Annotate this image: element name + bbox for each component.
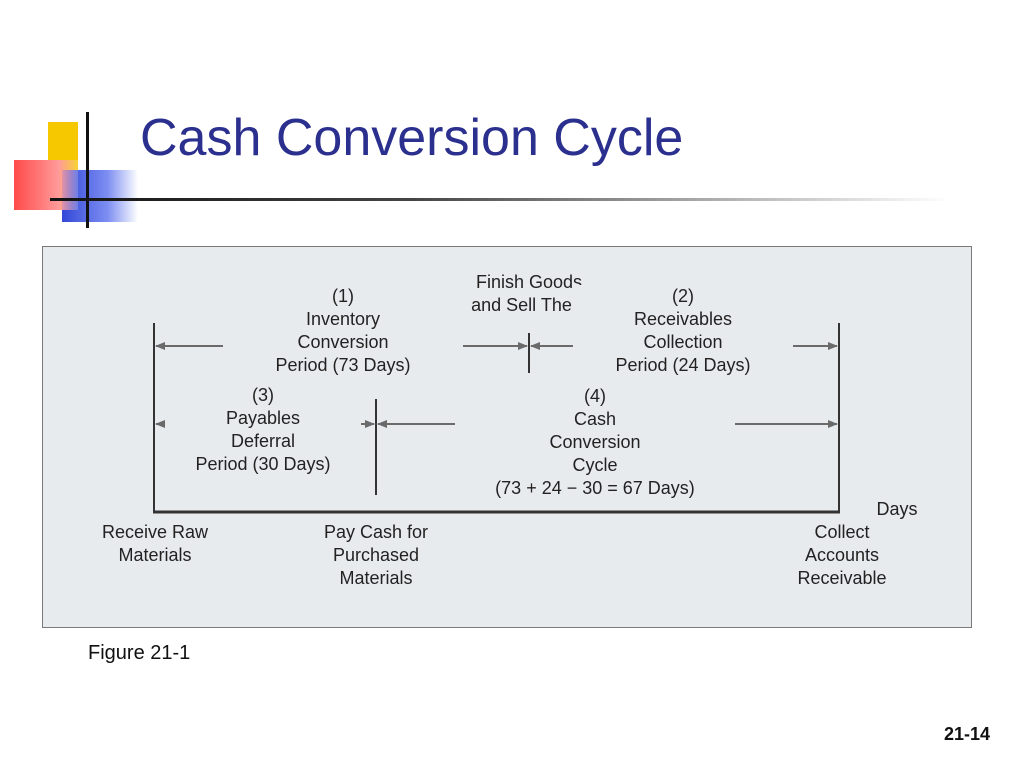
figure-caption: Figure 21-1 [88,642,191,664]
deco-red-square [14,160,78,210]
cash-cycle-diagram: (1) Inventory Conversion Period (73 Days… [42,246,972,628]
segment-cash-cycle-label: (4) Cash Conversion Cycle (73 + 24 − 30 … [455,385,735,500]
deco-vertical-line [86,112,89,228]
event-pay-cash-label: Pay Cash for Purchased Materials [323,522,429,588]
segment-receivables-label: (2) Receivables Collection Period (24 Da… [573,285,793,377]
slide-title: Cash Conversion Cycle [140,109,684,167]
segment-inventory-label: (1) Inventory Conversion Period (73 Days… [223,285,463,377]
event-collect-label: Collect Accounts Receivable [797,522,887,588]
event-receive-raw-label: Receive Raw Materials [101,522,209,565]
slide-number: 21-14 [943,724,990,744]
axis-days-label: Days [876,499,918,519]
deco-horizontal-line [50,198,950,201]
segment-payables-label: (3) Payables Deferral Period (30 Days) [165,384,361,476]
